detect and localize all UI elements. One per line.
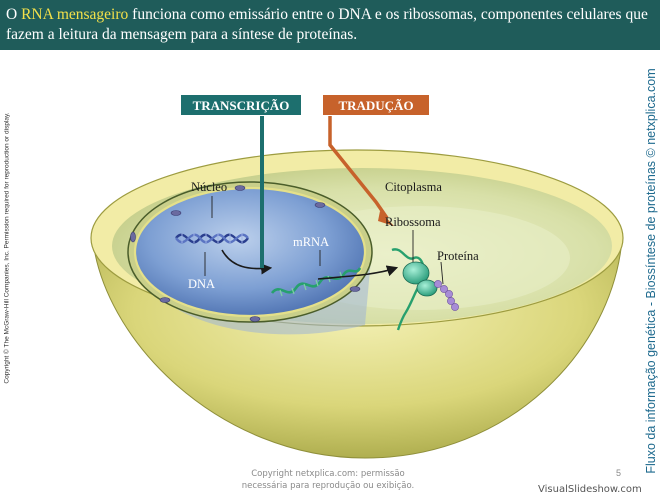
watermark: VisualSlideshow.com xyxy=(538,484,642,495)
header-banner: O RNA mensageiro funciona como emissário… xyxy=(0,0,660,50)
nucleo-label: Núcleo xyxy=(191,180,228,194)
citoplasma-label: Citoplasma xyxy=(385,180,442,194)
header-rest: funciona como emissário entre o DNA e os… xyxy=(6,6,648,43)
mrna-label: mRNA xyxy=(293,235,330,249)
header-text: O RNA mensageiro funciona como emissário… xyxy=(6,5,656,45)
header-prefix: O xyxy=(6,6,22,23)
header-highlight: RNA mensageiro xyxy=(21,6,129,23)
footer-copyright: Copyright netxplica.com: permissão neces… xyxy=(241,469,415,491)
proteina-label: Proteína xyxy=(437,249,479,263)
dna-label: DNA xyxy=(188,277,216,291)
transcricao-label: TRANSCRIÇÃO xyxy=(180,94,302,116)
ribossoma-label: Ribossoma xyxy=(385,215,441,229)
traducao-label: TRADUÇÃO xyxy=(322,94,430,116)
page-number: 5 xyxy=(616,468,622,478)
